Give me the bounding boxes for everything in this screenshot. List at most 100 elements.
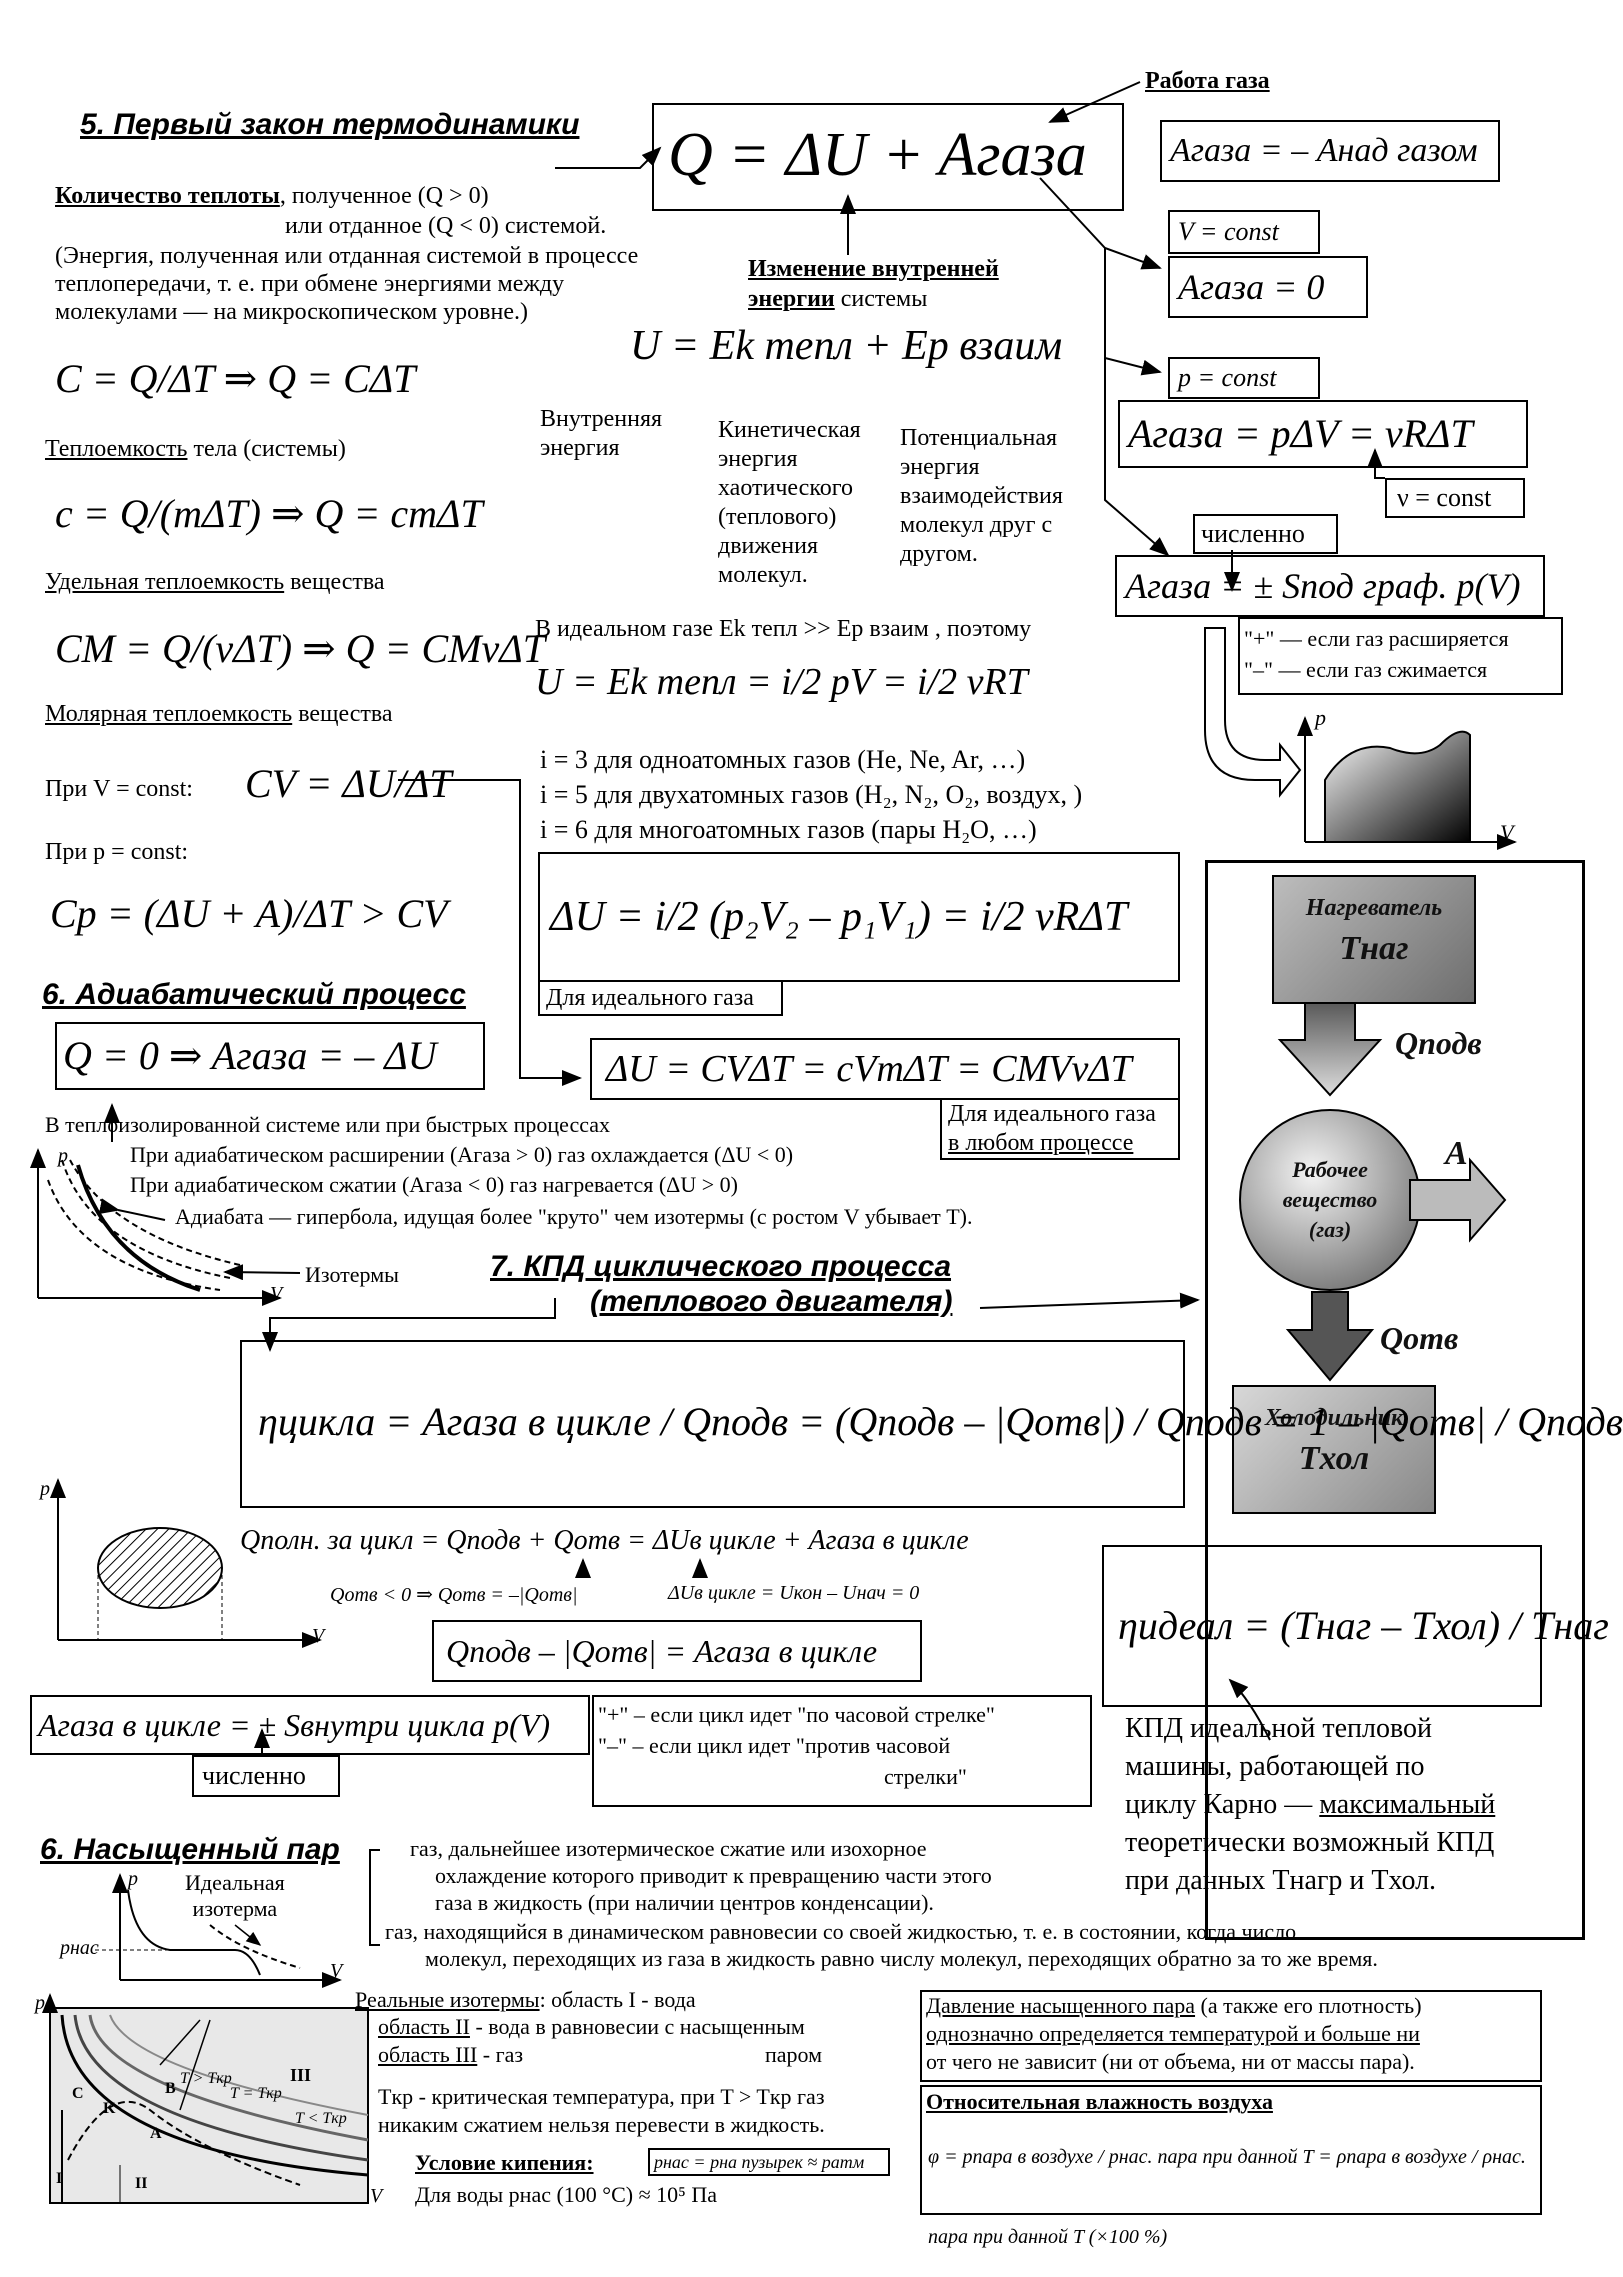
nu-const-box: ν = const <box>1385 478 1525 518</box>
real-area-3: - газ <box>477 2042 524 2067</box>
vapor-def-2: газ, находящийся в динамическом равновес… <box>385 1918 1378 1972</box>
real-isotherms-3c: паром <box>765 2042 823 2067</box>
du-title-text: Изменение внутренней <box>748 256 999 282</box>
real-isotherms-3: область III - газ <box>378 2040 523 2069</box>
connector-lines <box>30 81 1517 2204</box>
section-first-law: 5. Первый закон термодинамики <box>80 108 580 141</box>
c-formula: C = Q/ΔT ⇒ Q = CΔT <box>55 356 416 401</box>
sat-pressure-line-3: от чего не зависит (ни от объема, ни от … <box>926 2049 1415 2074</box>
u-kinetic-label: Кинетическая энергия хаотического (тепло… <box>718 417 861 588</box>
du-title-2: энергии системы <box>748 285 927 314</box>
cooler-block: Холодильник Tхол <box>1232 1385 1436 1514</box>
work-output-label: A <box>1445 1135 1468 1172</box>
cs-label-rest: вещества <box>284 569 385 595</box>
carnot-line-3b: максимальный <box>1319 1789 1496 1820</box>
cooler-label: Холодильник <box>1264 1405 1404 1431</box>
graph-v-label: V <box>1500 820 1514 845</box>
real-area-2: - вода в равновесии с насыщенным <box>469 2014 805 2039</box>
heat-title: Количество теплоты <box>55 183 280 209</box>
c-label-rest: тела (системы) <box>187 436 346 462</box>
a-pdv-box: Aгаза = pΔV = νRΔT <box>1118 400 1528 468</box>
adiabatic-box: Q = 0 ⇒ Aгаза = – ΔU <box>55 1022 485 1090</box>
u-inner-label: Внутренняя энергия <box>540 406 663 461</box>
water-boil-line: Для воды pнас (100 °C) ≈ 10⁵ Па <box>415 2182 718 2207</box>
label-region-3: III <box>290 2065 312 2085</box>
humidity-title: Относительная влажность воздуха <box>926 2089 1273 2114</box>
vapor-def-1-line-2: охлаждение которого приводит к превращен… <box>435 1863 992 1888</box>
a-cycle-formula: Aгаза в цикле = ± Sвнутри цикла p(V) <box>38 1707 551 1743</box>
balance-formula: Qподв – |Qотв| = Aгаза в цикле <box>446 1633 878 1669</box>
isotherms-label: Изотермы <box>305 1262 399 1287</box>
heat-rest: , полученное (Q > 0) <box>279 183 489 209</box>
q-out-label: Qотв <box>1380 1320 1459 1356</box>
p-const-label: p = const <box>1178 363 1277 392</box>
minus-compresses: "–" — если газ сжимается <box>1244 657 1488 682</box>
numeric-box-1: численно <box>1193 514 1338 554</box>
vapor-def-1: газ, дальнейшее изотермическое сжатие ил… <box>410 1835 992 1916</box>
c-label-text: Теплоемкость <box>45 436 188 462</box>
du-title-1: Изменение внутренней <box>748 255 999 284</box>
cycle-v-label: V <box>312 1625 325 1647</box>
for-ideal-box: Для идеального газа <box>538 980 783 1016</box>
sat-pressure-title: Давление насыщенного пара <box>926 1993 1196 2018</box>
ideal-isotherm-graph <box>95 1873 342 1988</box>
sat-pressure-line-2: однозначно определяется температурой и б… <box>926 2021 1420 2046</box>
adiabatic-line-3: При адиабатическом сжатии (Aгаза < 0) га… <box>130 1172 738 1197</box>
for-ideal-label: Для идеального газа <box>546 985 754 1011</box>
engine-diagram <box>1239 999 1507 1382</box>
sign-box-2: "+" – если цикл идет "по часовой стрелке… <box>592 1695 1092 1807</box>
vapor-def-1-line-3: газа в жидкость (при наличии центров кон… <box>435 1890 934 1915</box>
vapor-def-2-line-2: молекул, переходящих из газа в жидкость … <box>425 1946 1378 1971</box>
label-t-above-tcr: T > Tкр <box>180 2070 232 2087</box>
cs-label-text: Удельная теплоемкость <box>45 569 285 595</box>
du-ideal-box: ΔU = i/2 (p₂V₂ – p₁V₁) = i/2 νRΔT <box>538 852 1180 982</box>
du-cv-box: ΔU = CVΔT = cVmΔT = CMVνΔT <box>590 1038 1180 1100</box>
real-isotherms-1: Реальные изотермы: область I - вода <box>355 1985 696 2014</box>
p-sat-label: pнас <box>60 1937 99 1959</box>
ideal-isotherm-label: Идеальная изотерма <box>185 1870 285 1922</box>
v-const-box: V = const <box>1168 210 1320 254</box>
nu-const-label: ν = const <box>1397 483 1492 512</box>
heat-line-4: теплопередачи, т. е. при обмене энергиям… <box>55 271 565 297</box>
humidity-formula: φ = pпара в воздухе / pнас. пара при дан… <box>928 2146 1526 2248</box>
adiabat-p-label: p <box>58 1145 68 1167</box>
working-line-3: (газ) <box>1308 1217 1352 1242</box>
cooler-temperature: Tхол <box>1298 1440 1370 1477</box>
work-label: Работа газа <box>1145 68 1270 94</box>
adiabatic-line-1: В теплоизолированной системе или при быс… <box>45 1112 611 1137</box>
adiabatic-line-2: При адиабатическом расширении (Aгаза > 0… <box>130 1142 794 1167</box>
cs-label: Удельная теплоемкость вещества <box>45 568 385 597</box>
area-graph <box>1297 716 1517 850</box>
section-saturated-vapor: 6. Насыщенный пар <box>40 1833 340 1866</box>
engine-frame <box>1205 860 1585 1940</box>
heater-block: Нагреватель Tнаг <box>1272 875 1476 1004</box>
carnot-line-3: циклу Карно — максимальный <box>1125 1786 1495 1824</box>
du-cv-formula: ΔU = CVΔT = cVmΔT = CMVνΔT <box>606 1048 1132 1090</box>
sat-pressure-rest: (а также его плотность) <box>1195 1993 1422 2018</box>
efficiency-formula: ηцикла = Aгаза в цикле / Qподв = (Qподв … <box>258 1399 1623 1444</box>
a-cycle-box: Aгаза в цикле = ± Sвнутри цикла p(V) <box>30 1695 590 1755</box>
real-area-2-title: область II <box>378 2014 470 2039</box>
du-title-text-2: энергии <box>748 286 835 312</box>
numeric-box-2: численно <box>192 1755 340 1797</box>
adiabatic-formula: Q = 0 ⇒ Aгаза = – ΔU <box>63 1033 437 1078</box>
for-ideal-any-2: в любом процессе <box>948 1130 1134 1156</box>
heater-label: Нагреватель <box>1305 895 1443 921</box>
heater-temperature: Tнаг <box>1339 930 1409 967</box>
p-const-box: p = const <box>1168 357 1320 399</box>
cv-formula: CV = ΔU/ΔT <box>245 761 452 806</box>
heat-line-2: или отданное (Q < 0) системой. <box>285 213 607 239</box>
balance-box: Qподв – |Qотв| = Aгаза в цикле <box>432 1620 922 1682</box>
u-potential-label: Потенциальная энергия взаимодействия мол… <box>900 425 1063 567</box>
a-area-box: Aгаза = ± Sпод граф. p(V) <box>1115 555 1545 617</box>
q-out-negative: Qотв < 0 ⇒ Qотв = –|Qотв| <box>330 1584 578 1606</box>
u-ideal-formula: U = Ek тепл = i/2 pV = i/2 νRT <box>535 661 1028 703</box>
iso-p-label: p <box>128 1868 138 1890</box>
eta-ideal-box: ηидеал = (Tнаг – Tхол) / Tнаг <box>1102 1545 1609 1707</box>
real-area-3-title: область III <box>378 2042 478 2067</box>
working-body: Рабочее вещество (газ) <box>1275 1155 1385 1245</box>
carnot-line-1: КПД идеальной тепловой <box>1125 1713 1433 1744</box>
working-line-1: Рабочее <box>1292 1157 1368 1182</box>
boil-box: pнас = pна пузырек ≈ pатм <box>648 2148 890 2176</box>
section-efficiency: 7. КПД циклического процесса <box>490 1250 952 1283</box>
